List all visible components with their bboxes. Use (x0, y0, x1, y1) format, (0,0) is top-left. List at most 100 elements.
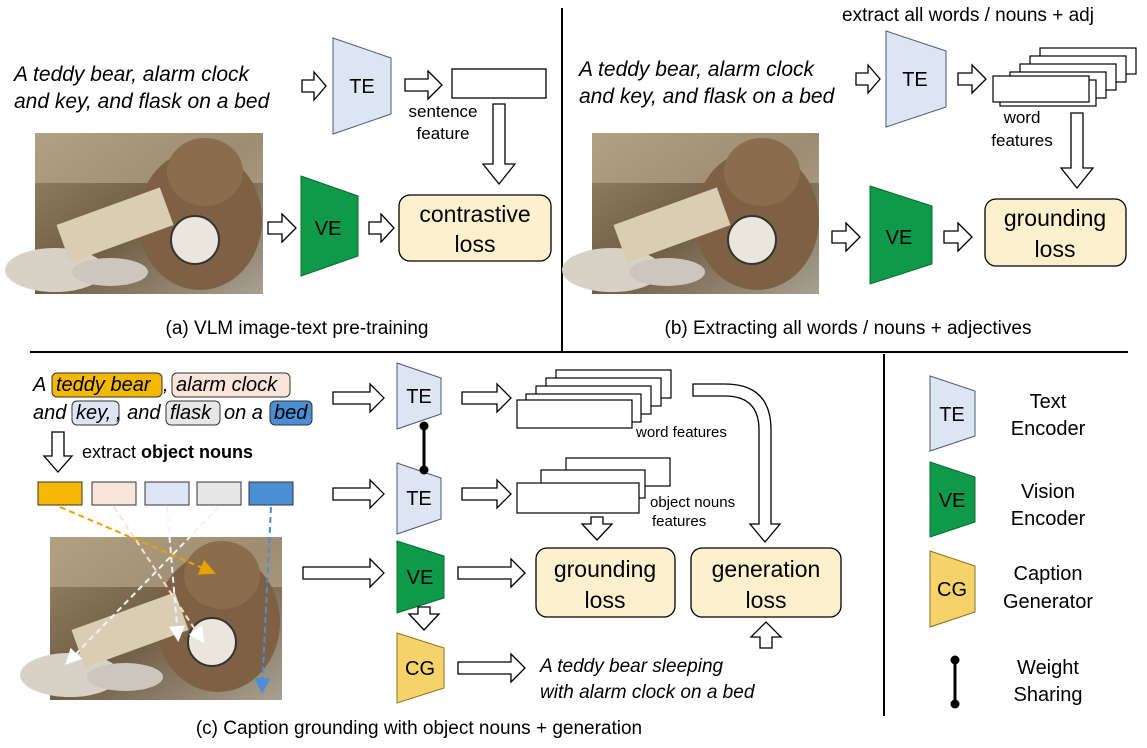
legend-te-label: TE (939, 404, 965, 426)
panel-c-object-noun-boxes (37, 481, 294, 506)
panel-c-grounding-line1: grounding (554, 556, 656, 582)
panel-c-caption-key: key, (76, 402, 111, 424)
panel-c-generated-line1: A teddy bear sleeping (539, 656, 724, 677)
panel-b-image (562, 133, 819, 294)
panel-c-caption-and-comma: , and (116, 402, 161, 424)
noun-box-bed (248, 481, 294, 506)
panel-c-arrow-nouns-to-grounding (580, 516, 614, 541)
panel-c-curved-arrow-to-generation (692, 383, 782, 544)
panel-c-grounding-loss-box (535, 547, 676, 618)
panel-c-object-features-line1: object nouns (650, 494, 735, 511)
panel-c-caption-alarm-clock: alarm clock (176, 374, 278, 396)
panel-a-arrow-ve-to-loss (368, 212, 395, 244)
highlight-teddy-bear (51, 372, 163, 398)
panel-b-arrow-features-to-loss (1059, 112, 1095, 190)
legend-vision-encoder-icon (929, 461, 976, 538)
panel-c-generated-line2: with alarm clock on a bed (540, 682, 756, 703)
panel-c-extract-prefix: extract (82, 442, 141, 462)
panel-c-cg-label: CG (405, 658, 435, 680)
legend-ws-desc-line2: Sharing (1014, 684, 1083, 706)
panel-b-arrow-te-to-features (957, 63, 987, 95)
panel-c-arrow-caption-to-generation (749, 621, 783, 649)
panel-c-caption-bed: bed (274, 402, 308, 424)
panel-c-weight-sharing-link (419, 421, 429, 475)
panel-c-grounding-line2: loss (585, 587, 626, 613)
panel-a-text-encoder (332, 37, 392, 135)
highlight-key (71, 400, 120, 426)
panel-a-feature-line1: sentence (409, 102, 478, 121)
panel-a-vision-encoder (300, 175, 359, 277)
noun-box-teddy-bear (37, 481, 83, 506)
panel-c-caption-on-a: on a (224, 402, 263, 424)
panel-b-loss-line1: grounding (1004, 205, 1106, 231)
panel-a-te-label: TE (349, 76, 375, 98)
legend-ve-desc-line1: Vision (1021, 481, 1075, 503)
panel-a-sentence-feature-box (451, 68, 547, 99)
panel-b-te-label: TE (902, 69, 928, 91)
panel-c-caption-and: and (33, 402, 67, 424)
panel-c-caption-generator (396, 632, 445, 704)
panel-b-ve-label: VE (886, 227, 913, 249)
panel-a-loss-line2: loss (455, 231, 496, 257)
panel-b-text-encoder (885, 30, 947, 128)
panel-c-extract-bold: object nouns (141, 442, 253, 462)
panel-c-ve-label: VE (407, 567, 434, 589)
panel-a-arrow-feature-to-loss (481, 103, 517, 186)
panel-a: A teddy bear, alarm clock and key, and f… (5, 37, 552, 339)
panel-c-caption-teddy-bear: teddy bear (56, 374, 152, 396)
panel-c: A teddy bear , alarm clock and key, , an… (20, 362, 842, 739)
legend-caption-generator-icon (929, 550, 976, 628)
legend-cg-label: CG (937, 579, 967, 601)
panel-c-arrow-te-to-noun-features (461, 478, 512, 510)
panel-a-feature-line2: feature (417, 124, 470, 143)
panel-a-title: (a) VLM image-text pre-training (166, 318, 429, 339)
legend-text-encoder-icon (929, 375, 976, 452)
panel-b-arrow-image-to-ve (831, 221, 861, 253)
panel-b-arrow-caption-to-te (855, 63, 881, 95)
panel-c-word-feature-stack (516, 369, 672, 429)
panel-c-grounding-lines (59, 506, 272, 694)
panel-c-arrow-image-to-ve (302, 557, 385, 589)
panel-b-feature-line2: features (991, 131, 1052, 150)
panel-c-extract-label: extract object nouns (82, 442, 253, 462)
panel-c-arrow-caption-to-te (332, 382, 385, 414)
legend: TE Text Encoder VE Vision Encoder CG Cap… (929, 375, 1093, 709)
panel-a-contrastive-loss-box (398, 194, 552, 262)
legend-ve-label: VE (939, 490, 966, 512)
panel-c-arrow-nouns-to-te (332, 478, 385, 510)
panel-a-arrow-te-to-feature (404, 69, 443, 101)
panel-c-image (20, 537, 282, 700)
legend-cg-desc-line2: Generator (1003, 591, 1093, 613)
panel-c-arrow-ve-to-grounding (457, 557, 526, 589)
panel-a-caption-line2: and key, and flask on a bed (14, 90, 271, 113)
legend-ve-desc-line2: Encoder (1011, 508, 1086, 530)
highlight-alarm-clock (171, 372, 291, 398)
panel-c-caption-a: A (32, 374, 46, 396)
panel-c-caption: A teddy bear , alarm clock and key, , an… (32, 372, 313, 426)
panel-b: extract all words / nouns + adj A teddy … (562, 5, 1137, 339)
noun-box-flask (196, 481, 242, 506)
panel-c-word-features-label: word features (635, 424, 727, 441)
panel-a-ve-label: VE (315, 218, 342, 240)
legend-ws-desc-line1: Weight (1017, 657, 1079, 679)
panel-c-caption-comma1: , (163, 374, 169, 396)
panel-c-arrow-cg-to-caption (457, 652, 526, 684)
panel-c-generation-line2: loss (746, 587, 787, 613)
panel-b-vision-encoder (869, 185, 933, 285)
panel-c-arrow-extract (42, 431, 74, 473)
noun-box-alarm-clock (91, 481, 137, 506)
highlight-bed (269, 400, 313, 426)
panel-b-word-feature-stack (992, 47, 1137, 107)
legend-weight-sharing-icon (950, 655, 960, 709)
panel-c-caption-flask: flask (170, 402, 212, 424)
panel-b-caption-line1: A teddy bear, alarm clock (577, 58, 815, 81)
panel-b-grounding-loss-box (984, 198, 1127, 267)
panel-a-arrow-caption-to-te (301, 70, 327, 102)
panel-c-text-encoder-caption (396, 362, 442, 430)
panel-b-header: extract all words / nouns + adj (842, 5, 1094, 26)
panel-c-object-features-line2: features (652, 513, 706, 530)
panel-b-caption-line2: and key, and flask on a bed (579, 85, 836, 108)
panel-c-te-label-1: TE (406, 386, 432, 408)
panel-a-loss-line1: contrastive (419, 201, 530, 227)
